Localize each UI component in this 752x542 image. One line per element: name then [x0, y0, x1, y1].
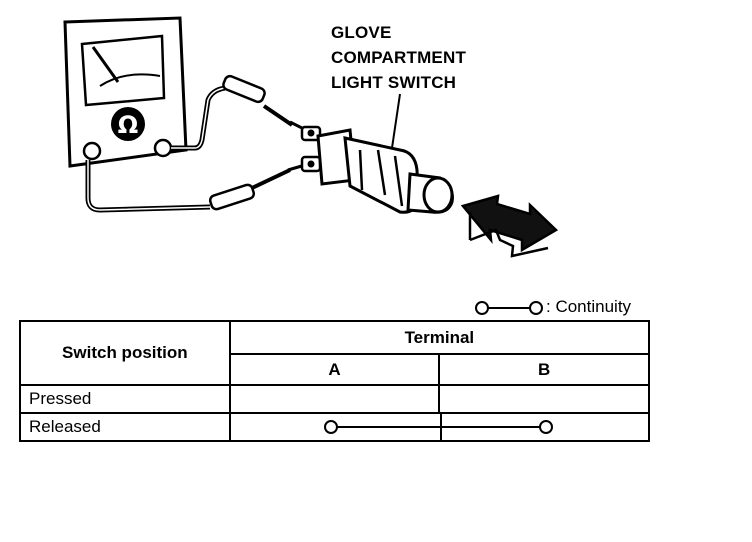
ohm-symbol: Ω [118, 111, 138, 139]
continuity-legend-label: : Continuity [546, 297, 632, 316]
switch-position-header: Switch position [19, 320, 231, 386]
continuity-legend: : Continuity [474, 296, 631, 318]
continuity-table: Switch position Terminal A B Pressed Rel… [19, 319, 651, 442]
cell-pressed-a [228, 384, 441, 414]
upper-test-lead [171, 74, 313, 151]
table-row: Released [19, 412, 651, 442]
row-label-released: Released [19, 412, 231, 442]
meter-terminal-right [153, 138, 173, 158]
callout-line-1: GLOVE [331, 23, 392, 42]
meter-terminal-left [82, 141, 102, 161]
continuity-symbol [475, 301, 543, 315]
lower-test-lead [85, 160, 313, 213]
light-switch [300, 125, 454, 214]
column-divider [439, 414, 442, 440]
callout-line-2: COMPARTMENT [331, 48, 467, 67]
table-row: Pressed [19, 384, 650, 414]
terminal-header: Terminal [228, 319, 651, 356]
row-label-pressed: Pressed [19, 384, 231, 414]
terminal-b-header: B [438, 353, 650, 386]
cell-pressed-b [438, 384, 650, 414]
ohm-badge [111, 107, 145, 141]
callout-leader [391, 93, 401, 149]
continuity-line [323, 420, 553, 434]
ohmmeter [63, 16, 188, 168]
illustration: Ω [63, 16, 559, 258]
cell-released-continuity [228, 412, 651, 442]
terminal-a-header: A [228, 353, 441, 386]
movement-arrow [460, 194, 559, 258]
switch-callout-label: GLOVE COMPARTMENT LIGHT SWITCH [331, 20, 466, 95]
callout-line-3: LIGHT SWITCH [331, 73, 457, 92]
